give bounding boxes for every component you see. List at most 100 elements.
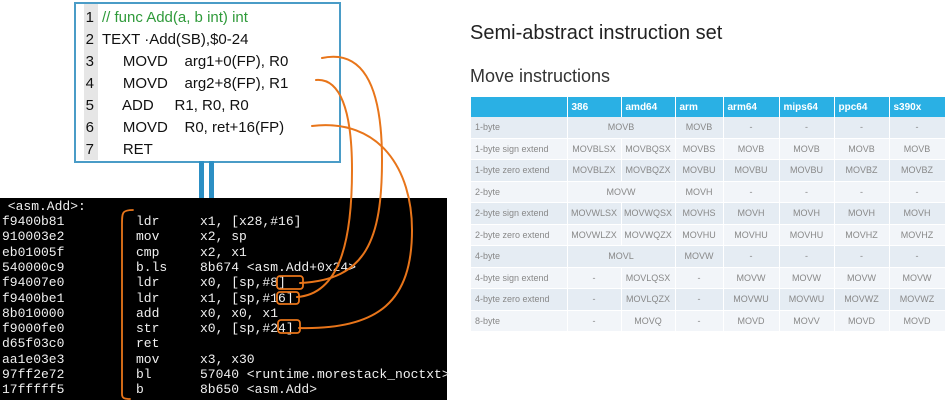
- table-cell: MOVBLSX: [567, 138, 622, 160]
- table-cell: MOVW: [779, 267, 835, 289]
- table-cell: MOVHU: [675, 224, 724, 246]
- row-label: 1-byte: [471, 117, 568, 139]
- column-header: arm: [675, 97, 724, 117]
- code-comment: // func Add(a, b int) int: [102, 9, 248, 26]
- connector-bar-right: [209, 161, 214, 198]
- line-number: 2: [85, 31, 94, 48]
- column-header: ppc64: [834, 97, 890, 117]
- table-cell: MOVD: [834, 310, 890, 332]
- asm-address: 97ff2e72: [2, 367, 65, 382]
- table-cell: -: [834, 181, 890, 203]
- table-cell: MOVBQZX: [621, 159, 676, 182]
- line-number: 3: [85, 53, 94, 70]
- table-cell: MOVBQSX: [621, 138, 676, 160]
- asm-opcode: b: [136, 382, 144, 398]
- line-number: 5: [85, 97, 94, 114]
- table-cell: MOVD: [723, 310, 780, 332]
- column-header: s390x: [889, 97, 946, 117]
- asm-opcode: add: [136, 305, 160, 321]
- row-label: 4-byte: [471, 245, 568, 268]
- row-label: 8-byte: [471, 310, 568, 332]
- table-cell: MOVWLSX: [567, 202, 622, 225]
- table-cell: MOVWZ: [834, 288, 890, 311]
- asm-address: f9000fe0: [2, 321, 65, 337]
- asm-opcode: mov: [136, 229, 160, 245]
- asm-operands: x3, x30: [200, 351, 255, 367]
- line-number: 4: [85, 75, 94, 92]
- asm-address: 17fffff5: [2, 382, 65, 398]
- table-cell: MOVH: [675, 181, 724, 203]
- asm-opcode: b.ls: [136, 259, 168, 275]
- column-header: mips64: [779, 97, 835, 117]
- table-cell: MOVHU: [723, 224, 780, 246]
- asm-operands: 57040 <runtime.morestack_noctxt>: [200, 367, 450, 382]
- row-label: 1-byte zero extend: [471, 159, 568, 182]
- table-cell: MOVW: [567, 181, 676, 203]
- line-number-gutter: [84, 4, 98, 160]
- table-cell: MOVBZ: [889, 159, 946, 182]
- column-header: [471, 97, 568, 117]
- asm-opcode: cmp: [136, 244, 160, 260]
- table-cell: -: [723, 245, 780, 268]
- asm-address: f9400be1: [2, 290, 65, 306]
- asm-address: d65f03c0: [2, 336, 65, 352]
- asm-address: f9400b81: [2, 214, 65, 229]
- asm-address: eb01005f: [2, 244, 65, 260]
- table-cell: MOVH: [834, 202, 890, 225]
- table-cell: MOVW: [834, 267, 890, 289]
- table-cell: MOVWQZX: [621, 224, 676, 246]
- table-cell: MOVB: [779, 138, 835, 160]
- asm-operands: x0, [sp,#24]: [200, 321, 294, 337]
- column-header: arm64: [723, 97, 780, 117]
- asm-opcode: ldr: [136, 290, 160, 306]
- table-cell: MOVB: [567, 117, 676, 139]
- row-label: 4-byte zero extend: [471, 288, 568, 311]
- table-cell: MOVB: [723, 138, 780, 160]
- asm-opcode: bl: [136, 367, 152, 382]
- table-cell: MOVBU: [723, 159, 780, 182]
- code-text: MOVD arg1+0(FP), R0: [102, 53, 289, 70]
- table-cell: -: [889, 117, 946, 139]
- table-cell: -: [779, 245, 835, 268]
- table-cell: MOVWZ: [889, 288, 946, 311]
- code-text: MOVD R0, ret+16(FP): [102, 119, 285, 136]
- table-cell: MOVB: [675, 117, 724, 139]
- table-cell: MOVB: [834, 138, 890, 160]
- row-label: 2-byte zero extend: [471, 224, 568, 246]
- table-cell: MOVHU: [779, 224, 835, 246]
- table-cell: -: [567, 267, 622, 289]
- table-cell: -: [889, 181, 946, 203]
- code-text: ADD R1, R0, R0: [102, 97, 249, 114]
- asm-header: <asm.Add>:: [0, 199, 86, 214]
- column-header: amd64: [621, 97, 676, 117]
- asm-opcode: mov: [136, 351, 160, 367]
- asm-operands: x2, x1: [200, 244, 247, 260]
- table-cell: MOVBS: [675, 138, 724, 160]
- table-cell: MOVB: [889, 138, 946, 160]
- table-cell: -: [675, 310, 724, 332]
- table-cell: -: [834, 245, 890, 268]
- row-label: 2-byte sign extend: [471, 202, 568, 225]
- line-number: 7: [85, 141, 94, 158]
- asm-address: 910003e2: [2, 229, 65, 245]
- asm-opcode: ldr: [136, 214, 160, 229]
- asm-operands: 8b674 <asm.Add+0x24>: [200, 259, 357, 275]
- table-cell: MOVWLZX: [567, 224, 622, 246]
- row-label: 2-byte: [471, 181, 568, 203]
- table-cell: MOVHS: [675, 202, 724, 225]
- table-cell: -: [567, 288, 622, 311]
- table-cell: -: [834, 117, 890, 139]
- table-cell: MOVWU: [779, 288, 835, 311]
- table-cell: MOVWQSX: [621, 202, 676, 225]
- table-cell: -: [779, 117, 835, 139]
- table-cell: MOVBU: [779, 159, 835, 182]
- table-cell: MOVBU: [675, 159, 724, 182]
